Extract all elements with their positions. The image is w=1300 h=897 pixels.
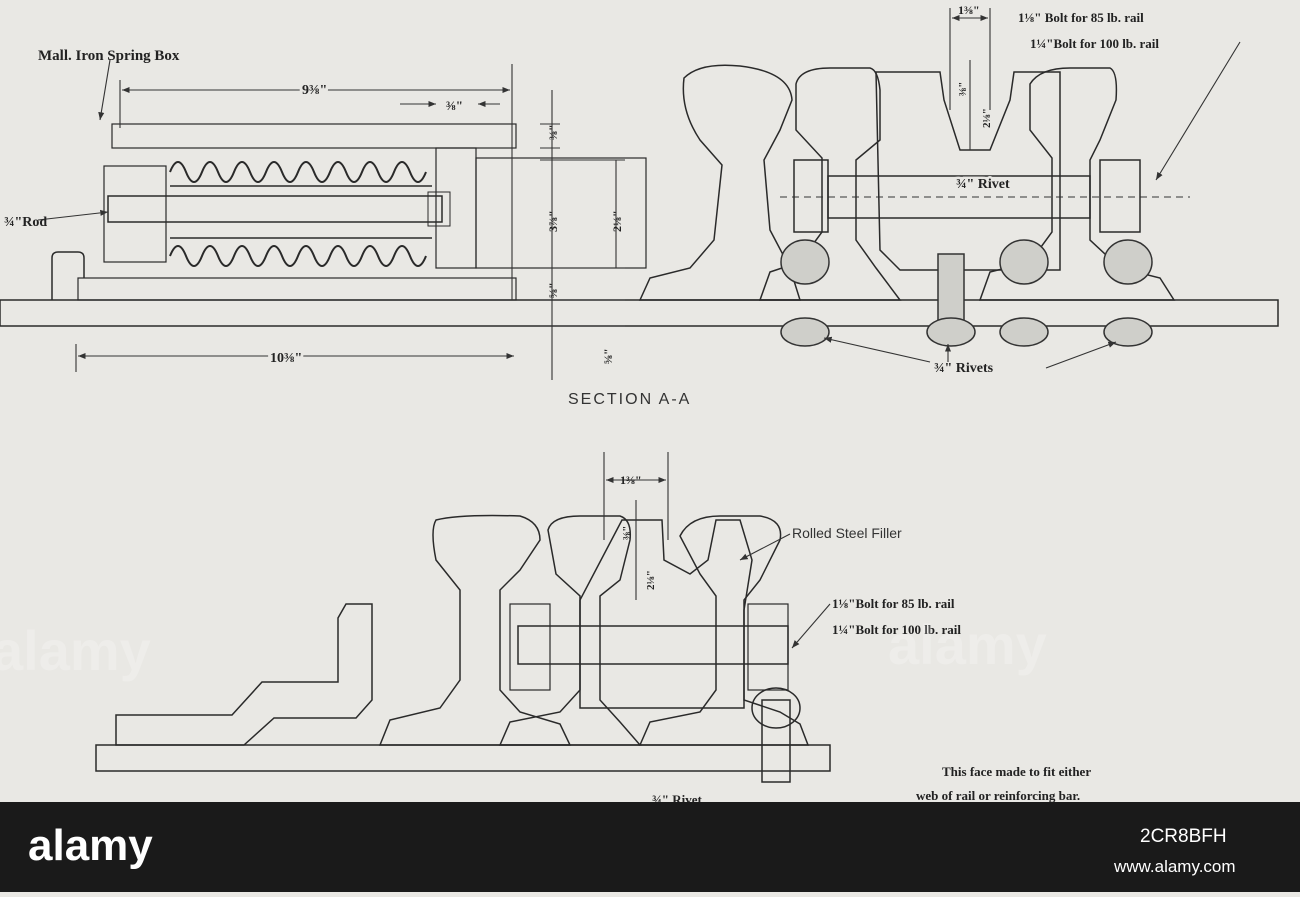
dim-length-top: 9⅜" xyxy=(302,83,327,98)
spring-box-bed xyxy=(77,277,517,301)
rivet-head xyxy=(926,317,976,347)
base-plate-lower xyxy=(95,744,831,772)
dim-ticks xyxy=(540,123,625,327)
rail-right-lower xyxy=(638,515,810,746)
dim-v-mid-b: 2⅛" xyxy=(610,210,624,232)
dim-v-top-b-rail: 2⅛" xyxy=(981,108,993,128)
rod-nut xyxy=(427,191,451,227)
section-a-a: Mall. Iron Spring Box ¾"Rod 9⅜" ⅜" 10⅜" … xyxy=(0,3,1279,408)
bolt-lower-label-85: 1⅛"Bolt for 85 lb. rail xyxy=(832,596,955,611)
bent-clip xyxy=(115,603,373,746)
filler-label: Rolled Steel Filler xyxy=(792,525,902,541)
dim-v-low: ⅝" xyxy=(546,282,560,298)
watermark-text: alamy xyxy=(888,613,1047,676)
spring-box-label: Mall. Iron Spring Box xyxy=(38,48,180,64)
dim-lower-extension xyxy=(603,452,669,540)
rivet-head xyxy=(999,317,1049,347)
dim-extension xyxy=(119,64,513,300)
base-plate xyxy=(0,299,1279,327)
rivets-label: ¾" Rivets xyxy=(934,361,994,376)
spring-box-top xyxy=(111,123,517,149)
rivet-lower-label: ¾" Rivet xyxy=(652,792,702,802)
rivet-head xyxy=(1103,317,1153,347)
rod-leader xyxy=(37,209,109,221)
bolt-label-85: 1⅛" Bolt for 85 lb. rail xyxy=(1018,10,1144,25)
rivets-leader-right xyxy=(1045,341,1117,369)
face-note-line2: web of rail or reinforcing bar. xyxy=(916,788,1080,802)
dim-top-extension xyxy=(949,8,991,110)
rail-inner-left xyxy=(758,67,902,301)
bolt-nut xyxy=(1099,159,1141,233)
bolt-lower-nut xyxy=(747,603,789,691)
spring-box-leader xyxy=(98,59,111,121)
dim-v-mid-a: 3⅞" xyxy=(546,210,560,232)
rolled-steel-filler-lower xyxy=(579,519,753,709)
rail-outer xyxy=(638,64,802,301)
dim-v-plate: ⅝" xyxy=(601,348,615,364)
dim-lower-v-a: ⅜" xyxy=(621,526,633,540)
rivet-head xyxy=(780,239,830,285)
dim-lower-v-b: 2⅛" xyxy=(645,570,657,590)
dim-length-bottom: 10⅜" xyxy=(270,351,302,366)
spring-coils-upper xyxy=(169,161,432,187)
image-id: 2CR8BFH xyxy=(1140,826,1227,847)
footer-url[interactable]: www.alamy.com xyxy=(1113,857,1236,876)
dim-small-top: ⅜" xyxy=(446,98,463,113)
alamy-logo[interactable]: alamy xyxy=(28,821,153,870)
section-title: SECTION A-A xyxy=(568,391,691,408)
spring-box-end xyxy=(103,165,167,263)
rivet-center-label: ¾" Rivet xyxy=(956,177,1010,192)
rail-center-lower xyxy=(498,515,642,746)
filler-leader xyxy=(739,533,791,561)
rail-left-lower xyxy=(378,514,572,746)
rivet-head xyxy=(1103,239,1153,285)
rivet-head xyxy=(999,239,1049,285)
bolt-label-100: 1¼"Bolt for 100 lb. rail xyxy=(1030,36,1159,51)
dim-v-top-a: ⅜" xyxy=(546,124,560,140)
bolt-lower-head xyxy=(509,603,551,691)
footer-bar: alamy 2CR8BFH www.alamy.com xyxy=(0,802,1300,892)
bolt-lower-leader xyxy=(791,603,831,649)
rolled-steel-filler xyxy=(875,71,1061,271)
stop-lug xyxy=(51,251,85,300)
bolt-leader xyxy=(1155,41,1241,181)
rail-inner-right xyxy=(978,67,1176,301)
rod-label: ¾"Rod xyxy=(4,215,47,230)
watermark: alamy alamy xyxy=(0,613,1047,682)
technical-drawing: Mall. Iron Spring Box ¾"Rod 9⅜" ⅜" 10⅜" … xyxy=(0,3,1279,802)
dim-v-top-a-rail: ⅜" xyxy=(957,82,969,96)
watermark-text: alamy xyxy=(0,619,151,682)
bolt-lower-label-100: 1¼"Bolt for 100 lb. rail xyxy=(832,622,961,637)
rivet-head xyxy=(780,317,830,347)
bolt-head xyxy=(793,159,829,233)
dim-lower-width-label: 1⅜" xyxy=(620,473,642,487)
face-note-line1: This face made to fit either xyxy=(942,764,1091,779)
rod xyxy=(107,195,443,223)
dim-width-top: 1⅜" xyxy=(958,3,980,17)
rivets-leader-left xyxy=(823,336,931,363)
rivets xyxy=(780,239,1153,347)
section-b: 1⅜" ⅜" 2⅛" Rolled Steel Filler 1⅛"Bolt f… xyxy=(95,452,1091,802)
rivet-lower xyxy=(761,699,791,783)
spring-coils-lower xyxy=(169,237,432,267)
rivet-lower-head xyxy=(751,687,801,729)
